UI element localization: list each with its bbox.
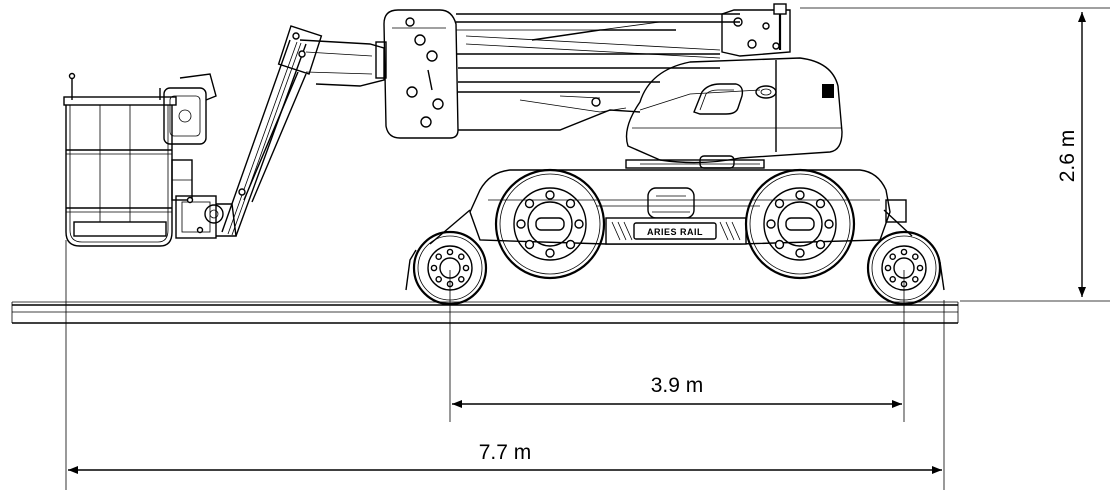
overall-length-dimension-label: 7.7 m <box>479 441 532 464</box>
rail-track <box>11 301 959 324</box>
platform-basket <box>63 72 217 247</box>
lug-bolt <box>795 248 805 258</box>
lug-bolt <box>815 198 826 209</box>
rail-wheel-front <box>405 230 488 306</box>
chassis: ARIES RAIL <box>429 169 913 245</box>
wheelbase-dimension: 3.9 m <box>452 374 902 408</box>
rail-wheel-rear <box>866 230 945 306</box>
lug-bolt <box>524 239 535 250</box>
upper-boom <box>221 25 323 237</box>
turret-cab <box>625 57 843 169</box>
main-wheel-front <box>494 168 606 280</box>
lug-bolt <box>435 253 443 261</box>
height-dimension-label: 2.6 m <box>1056 130 1079 183</box>
lug-bolt <box>912 275 919 283</box>
height-dimension: 2.6 m <box>1056 11 1086 297</box>
wheelbase-dimension-label: 3.9 m <box>651 374 704 397</box>
lug-bolt <box>815 239 826 250</box>
lug-bolt <box>446 248 454 256</box>
lug-bolt <box>889 253 897 261</box>
lug-bolt <box>462 264 470 272</box>
lug-bolt <box>565 239 576 250</box>
main-boom <box>383 3 791 139</box>
lug-bolt <box>884 264 892 272</box>
lug-bolt <box>774 198 785 209</box>
lug-bolt <box>524 198 535 209</box>
lug-bolt <box>766 219 776 229</box>
lug-bolt <box>457 275 465 283</box>
knuckle-link <box>299 39 387 87</box>
wheel-lug-bolts <box>430 190 924 288</box>
lug-bolt <box>774 239 785 250</box>
lug-bolt <box>545 190 555 200</box>
lug-bolt <box>457 253 465 261</box>
lug-bolt <box>565 198 576 209</box>
lug-bolt <box>795 190 805 200</box>
lug-bolt <box>912 253 919 261</box>
dimension-extension-lines <box>65 7 1110 490</box>
lug-bolt <box>889 275 897 283</box>
chassis-logo-text: ARIES RAIL <box>647 227 703 237</box>
lug-bolt <box>574 219 584 229</box>
lug-bolt <box>545 248 555 258</box>
lug-bolt <box>435 275 443 283</box>
main-wheel-rear <box>744 168 856 280</box>
platform-rotator <box>175 195 237 239</box>
overall-length-dimension: 7.7 m <box>68 441 942 474</box>
lug-bolt <box>430 264 438 272</box>
lug-bolt <box>900 248 908 256</box>
lug-bolt <box>824 219 834 229</box>
lug-bolt <box>916 264 924 272</box>
lug-bolt <box>516 219 526 229</box>
